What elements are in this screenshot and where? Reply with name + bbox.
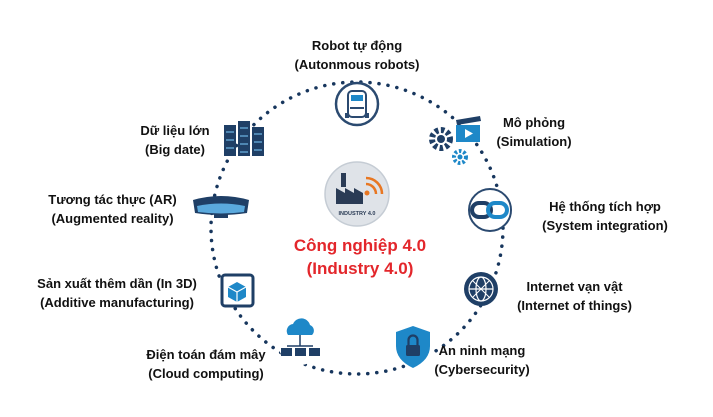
label-additive-en: (Additive manufacturing) xyxy=(40,295,194,310)
label-system-integration-vi: Hệ thống tích hợp xyxy=(549,199,661,214)
shield-lock-icon xyxy=(393,326,433,368)
label-cybersecurity-en: (Cybersecurity) xyxy=(434,362,530,377)
label-system-integration: Hệ thống tích hợp (System integration) xyxy=(520,197,690,235)
dotted-ring xyxy=(209,80,505,376)
label-cybersecurity-vi: An ninh mạng xyxy=(438,343,526,358)
label-cloud-vi: Điện toán đám mây xyxy=(146,347,266,362)
label-iot: Internet vạn vật (Internet of things) xyxy=(502,277,647,315)
center-title: Công nghiệp 4.0 (Industry 4.0) xyxy=(255,234,465,280)
label-ar-vi: Tương tác thực (AR) xyxy=(48,192,177,207)
label-additive: Sản xuất thêm dần (In 3D) (Additive manu… xyxy=(22,274,212,312)
3d-printer-icon xyxy=(220,273,255,308)
center-title-vi: Công nghiệp 4.0 xyxy=(293,236,427,255)
vr-headset-icon xyxy=(193,196,249,218)
label-robots-en: (Autonmous robots) xyxy=(294,57,420,72)
label-big-data: Dữ liệu lớn (Big date) xyxy=(130,121,220,159)
label-big-data-vi: Dữ liệu lớn xyxy=(140,123,210,138)
chain-link-icon xyxy=(468,188,512,232)
label-cloud-en: (Cloud computing) xyxy=(148,366,264,381)
factory-wifi-icon xyxy=(336,173,384,204)
label-additive-vi: Sản xuất thêm dần (In 3D) xyxy=(37,276,197,291)
label-ar-en: (Augmented reality) xyxy=(51,211,174,226)
logo-caption: INDUSTRY 4.0 xyxy=(339,211,376,217)
label-robots: Robot tự động (Autonmous robots) xyxy=(277,36,437,74)
gear-film-icon xyxy=(429,116,481,165)
robot-vehicle-icon xyxy=(334,81,380,127)
label-ar: Tương tác thực (AR) (Augmented reality) xyxy=(35,190,190,228)
industry-logo: INDUSTRY 4.0 xyxy=(324,161,390,227)
label-big-data-en: (Big date) xyxy=(145,142,205,157)
server-rack-icon xyxy=(224,121,264,156)
label-robots-vi: Robot tự động xyxy=(311,38,403,53)
label-iot-vi: Internet vạn vật xyxy=(526,279,623,294)
label-simulation-en: (Simulation) xyxy=(496,134,572,149)
center-title-en: (Industry 4.0) xyxy=(306,259,414,278)
label-simulation-vi: Mô phỏng xyxy=(502,115,566,130)
label-cloud: Điện toán đám mây (Cloud computing) xyxy=(132,345,280,383)
label-iot-en: (Internet of things) xyxy=(517,298,632,313)
label-simulation: Mô phỏng (Simulation) xyxy=(484,113,584,151)
network-globe-icon xyxy=(464,272,498,306)
cloud-network-icon xyxy=(278,318,322,365)
label-system-integration-en: (System integration) xyxy=(542,218,668,233)
label-cybersecurity: An ninh mạng (Cybersecurity) xyxy=(427,341,537,379)
